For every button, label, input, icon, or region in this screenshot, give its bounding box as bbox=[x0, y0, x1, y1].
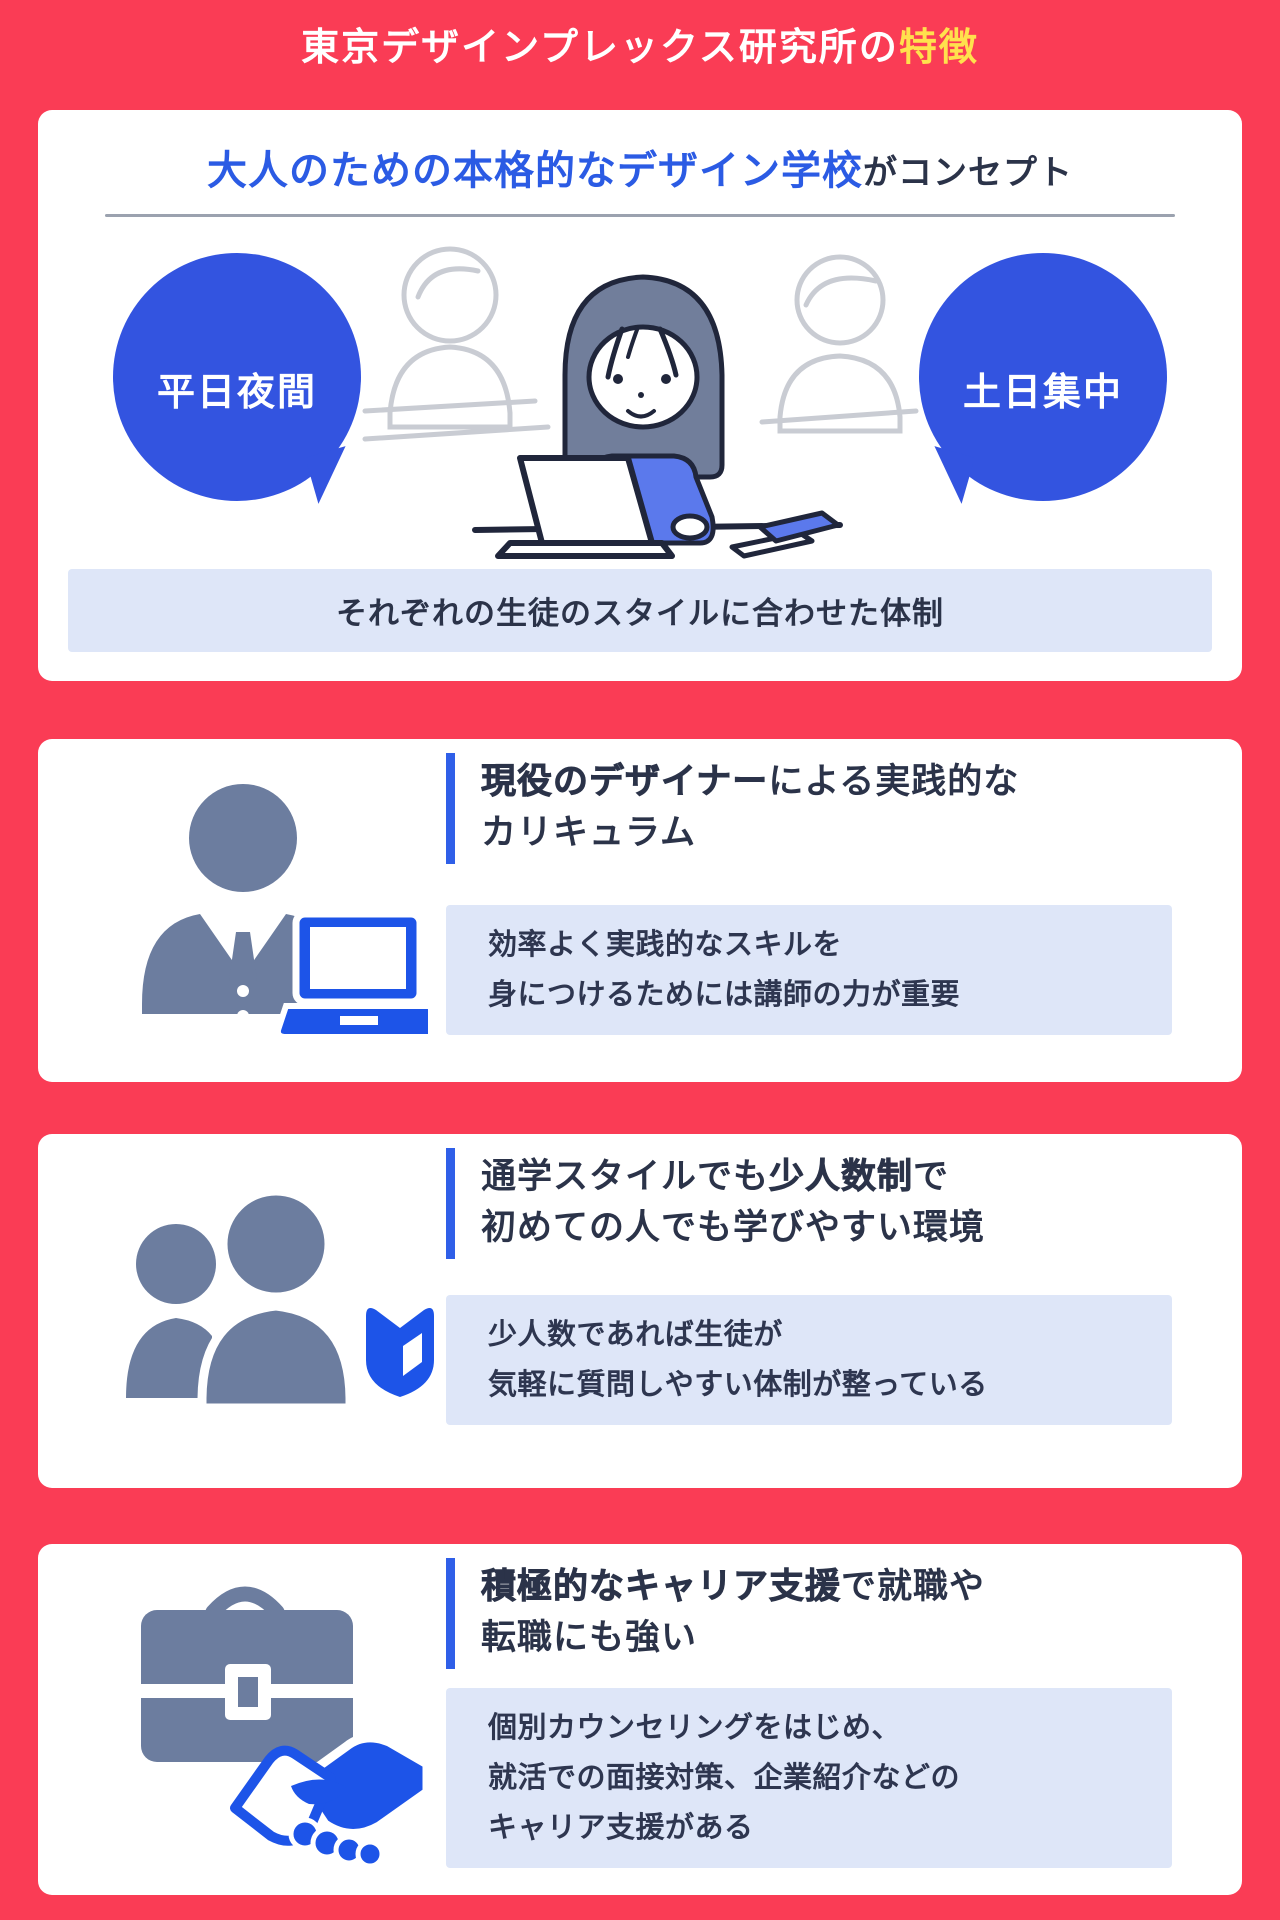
briefcase-handshake-icon bbox=[118, 1544, 438, 1895]
page-title: 東京デザインプレックス研究所の特徴 bbox=[0, 16, 1280, 71]
feature-card-curriculum: 現役のデザイナーによる実践的なカリキュラム 効率よく実践的なスキルを身につけるた… bbox=[38, 739, 1242, 1082]
body-line2: 気軽に質問しやすい体制が整っている bbox=[488, 1366, 988, 1401]
concept-card: 大人のための本格的なデザイン学校がコンセプト 平日夜間 bbox=[38, 110, 1242, 681]
feature-heading-career: 積極的なキャリア支援で就職や転職にも強い bbox=[446, 1558, 1172, 1669]
feature-heading-before: 通学スタイルでも bbox=[481, 1157, 770, 1197]
title-accent: 特徴 bbox=[898, 25, 979, 69]
feature-heading-after: で bbox=[913, 1157, 950, 1197]
feature-heading-after: による実践的な bbox=[768, 762, 1020, 802]
feature-body-curriculum: 効率よく実践的なスキルを身につけるためには講師の力が重要 bbox=[446, 905, 1172, 1035]
divider bbox=[105, 214, 1175, 217]
designer-laptop-icon bbox=[118, 739, 438, 1082]
title-main: 東京デザインプレックス研究所の bbox=[301, 25, 899, 69]
concept-heading: 大人のための本格的なデザイン学校がコンセプト bbox=[38, 138, 1242, 196]
concept-caption: それぞれの生徒のスタイルに合わせた体制 bbox=[68, 569, 1212, 652]
body-line2: 就活での面接対策、企業紹介などの bbox=[488, 1759, 961, 1794]
group-beginner-mark-icon-svg bbox=[126, 1186, 434, 1413]
feature-heading-bold: 少人数制 bbox=[769, 1157, 914, 1198]
group-beginner-mark-icon bbox=[118, 1134, 438, 1488]
weekday-night-bubble: 平日夜間 bbox=[113, 253, 361, 501]
feature-heading-curriculum: 現役のデザイナーによる実践的なカリキュラム bbox=[446, 753, 1172, 864]
feature-heading-line2: 転職にも強い bbox=[481, 1618, 698, 1659]
concept-scene: 平日夜間 bbox=[38, 246, 1242, 613]
feature-heading-bold: 積極的なキャリア支援 bbox=[481, 1567, 842, 1608]
concept-heading-rest: がコンセプト bbox=[863, 153, 1073, 193]
body-line3: キャリア支援がある bbox=[488, 1809, 754, 1844]
feature-body-small-class: 少人数であれば生徒が気軽に質問しやすい体制が整っている bbox=[446, 1295, 1172, 1425]
feature-body-career: 個別カウンセリングをはじめ、就活での面接対策、企業紹介などのキャリア支援がある bbox=[446, 1688, 1172, 1868]
feature-heading-line2: 初めての人でも学びやすい環境 bbox=[481, 1208, 986, 1249]
feature-card-small-class: 通学スタイルでも少人数制で初めての人でも学びやすい環境 少人数であれば生徒が気軽… bbox=[38, 1134, 1242, 1488]
body-line2: 身につけるためには講師の力が重要 bbox=[488, 976, 961, 1011]
feature-text-curriculum: 現役のデザイナーによる実践的なカリキュラム 効率よく実践的なスキルを身につけるた… bbox=[446, 739, 1172, 1082]
body-line1: 少人数であれば生徒が bbox=[488, 1317, 783, 1351]
body-line1: 個別カウンセリングをはじめ、 bbox=[488, 1710, 902, 1744]
concept-heading-accent: 大人のための本格的なデザイン学校 bbox=[207, 148, 863, 194]
briefcase-handshake-icon-svg bbox=[141, 1586, 432, 1868]
feature-text-small-class: 通学スタイルでも少人数制で初めての人でも学びやすい環境 少人数であれば生徒が気軽… bbox=[446, 1134, 1172, 1488]
feature-text-career: 積極的なキャリア支援で就職や転職にも強い 個別カウンセリングをはじめ、就活での面… bbox=[446, 1544, 1172, 1895]
feature-heading-line2: カリキュラム bbox=[481, 813, 696, 854]
designer-laptop-icon-svg bbox=[142, 783, 428, 1040]
feature-heading-after: で就職や bbox=[841, 1567, 986, 1607]
body-line1: 効率よく実践的なスキルを bbox=[488, 927, 843, 961]
weekend-bubble: 土日集中 bbox=[919, 253, 1167, 501]
feature-heading-small-class: 通学スタイルでも少人数制で初めての人でも学びやすい環境 bbox=[446, 1148, 1172, 1259]
weekend-label: 土日集中 bbox=[962, 369, 1123, 414]
feature-heading-bold: 現役のデザイナー bbox=[481, 762, 769, 803]
students-classroom-illustration bbox=[362, 246, 919, 559]
weekday-night-label: 平日夜間 bbox=[156, 369, 317, 414]
feature-card-career: 積極的なキャリア支援で就職や転職にも強い 個別カウンセリングをはじめ、就活での面… bbox=[38, 1544, 1242, 1895]
